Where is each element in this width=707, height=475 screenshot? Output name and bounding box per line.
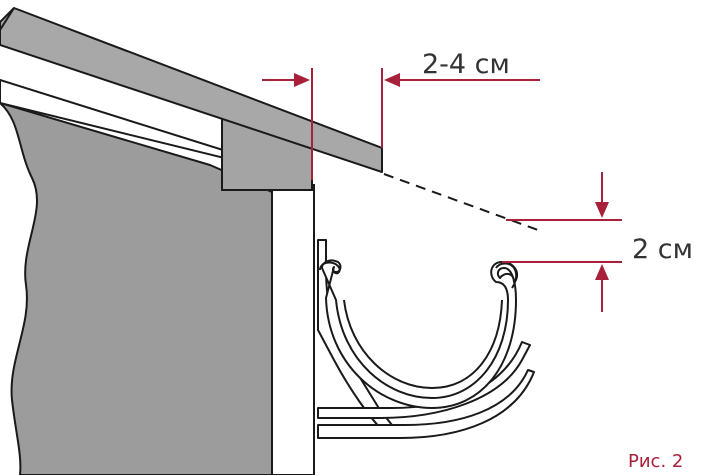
gutter-back-hook: [319, 261, 341, 275]
roof-deck-edge-left: [0, 7, 15, 31]
fascia-board: [271, 184, 315, 475]
gutter-trough: [321, 259, 518, 409]
roof-extension-dashed: [383, 173, 539, 231]
building-wall: [0, 102, 273, 475]
gutter-inner-curve: [343, 299, 503, 390]
gutter-bracket-base: [317, 369, 535, 439]
arrow-icon: [294, 73, 310, 87]
overhang-dimension-label: 2-4 см: [422, 49, 510, 80]
arrow-icon: [595, 202, 609, 218]
drop-dimension-label: 2 см: [632, 234, 693, 265]
arrow-icon: [595, 264, 609, 280]
arrow-icon: [384, 73, 400, 87]
gutter-front-bead: [495, 262, 518, 289]
figure-caption: Рис. 2: [628, 451, 683, 472]
